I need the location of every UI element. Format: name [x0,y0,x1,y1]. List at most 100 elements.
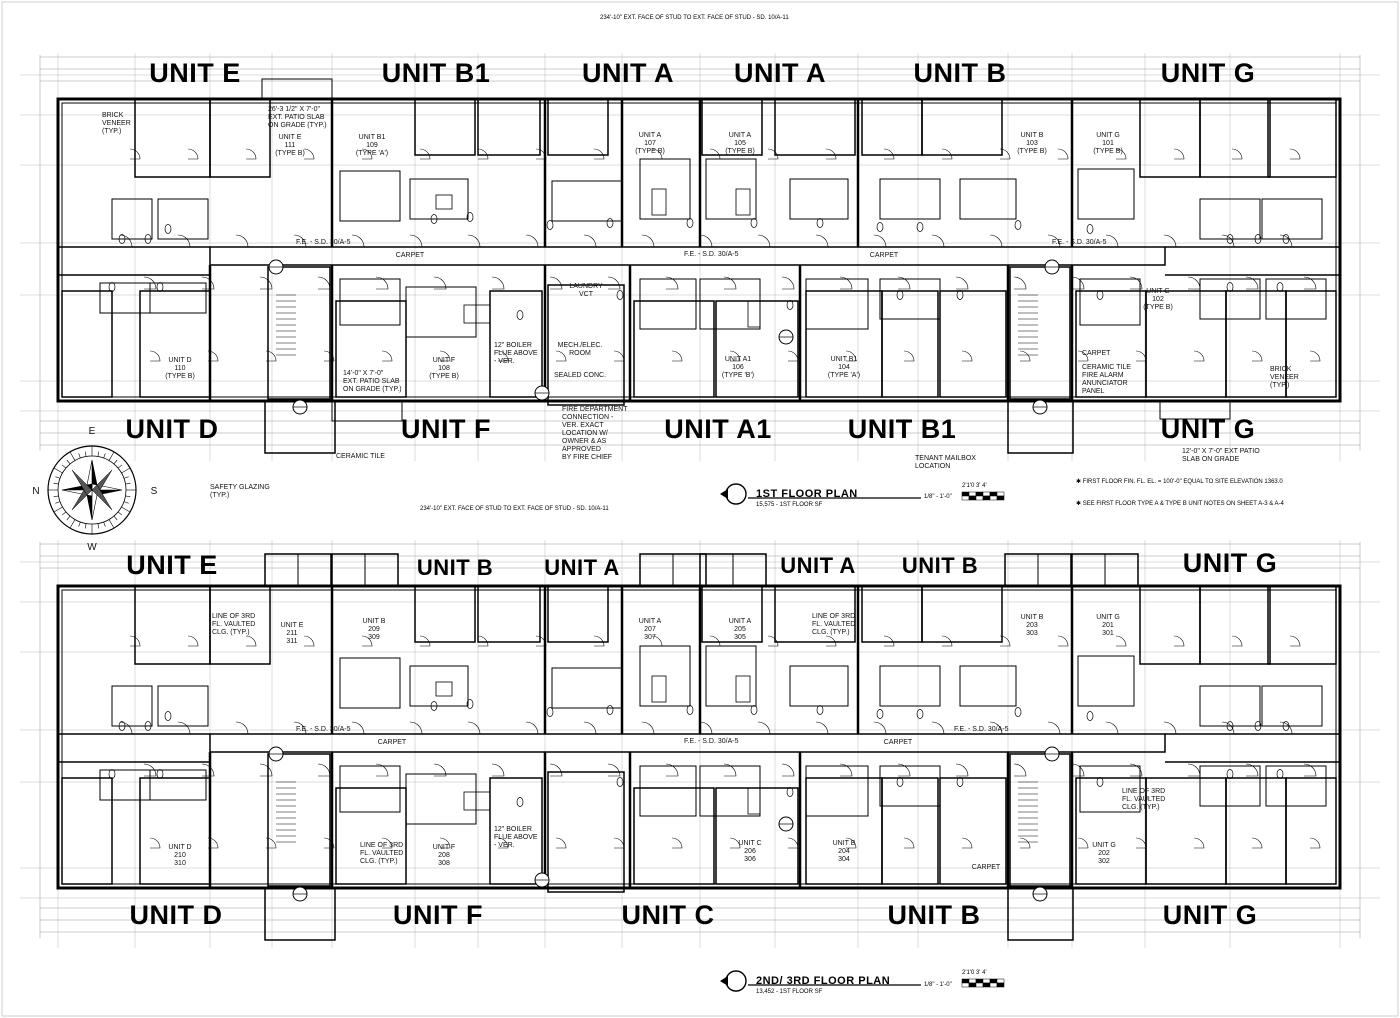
f1-elevation-note: ✱ FIRST FLOOR FIN. FL. EL. = 100'-0" EQU… [1076,479,1283,485]
f1-plan-title: 1ST FLOOR PLAN [756,488,858,500]
door-swing [651,635,663,647]
door-swing [897,276,911,290]
compass-tick [113,515,118,521]
door-swing [177,721,191,735]
room-outline [1199,198,1261,240]
toilet-fixture [118,234,126,244]
bar-scale [968,982,977,988]
fixture [735,675,751,703]
room-outline [209,98,271,178]
toilet-fixture [466,212,474,222]
fixture [747,300,761,328]
f2-unit-label: UNIT F [393,900,483,930]
door-swing [1193,350,1205,362]
toilet-fixture [156,769,164,779]
f1-note: CARPET [869,252,899,259]
bar-scale [961,978,970,984]
f2-room-tag: UNIT E 211 311 [280,622,304,645]
door-swing [1289,635,1301,647]
door-swing [293,234,307,248]
compass-tick [84,451,87,457]
door-swing [613,350,625,362]
room-outline [715,787,799,885]
compass-tick [121,506,131,513]
toilet-fixture [616,290,624,300]
bar-scale [975,978,984,984]
toilet-fixture [686,705,694,715]
corridor [209,246,1166,266]
compass-east: E [88,426,96,437]
door-swing [143,276,157,290]
door-swing [1057,635,1069,647]
door-swing [149,350,161,362]
fixture [463,791,491,811]
f2-room-tag: UNIT A 207 307 [638,618,662,641]
door-swing [941,635,953,647]
door-swing [1303,276,1317,290]
door-swing [245,635,257,647]
door-swing [207,837,219,849]
bar-scale [982,495,991,501]
f2-room-tag: UNIT A 205 305 [728,618,752,641]
door-swing [825,148,837,160]
f1-unit-label: UNIT B1 [381,58,491,88]
toilet-fixture [1086,224,1094,234]
door-swing [477,148,489,160]
door-swing [671,837,683,849]
fixture [435,194,453,210]
room-outline [547,585,609,643]
compass-tick [121,467,131,474]
compass-tick [53,467,63,474]
room-outline [414,585,476,643]
door-swing [375,763,389,777]
f1-room-tag: UNIT A1 106 (TYPE 'B') [721,356,755,379]
compass-tick [78,521,81,527]
door-swing [1129,276,1143,290]
door-swing [883,635,895,647]
door-swing [729,837,741,849]
compass-tick [97,523,100,529]
door-swing [903,837,915,849]
door-swing [699,721,713,735]
toilet-fixture [108,769,116,779]
door-swing [477,635,489,647]
room-outline [921,585,1003,643]
north-arrow-icon [720,976,728,986]
door-swing [1071,763,1085,777]
door-swing [815,721,829,735]
f2-unit-label: UNIT B [416,555,494,580]
door-swing [873,721,887,735]
door-swing [1047,234,1061,248]
f1-note: CERAMIC TILE [336,453,385,460]
room-outline [639,765,697,817]
bar-scale [961,982,970,988]
f2-note: LINE OF 3RD FL. VAULTED CLG. (TYP.) [360,842,404,865]
bar-scale [982,491,991,497]
room-outline [705,158,757,220]
f1-note: CERAMIC TILE FIRE ALARM ANUNCIATOR PANEL [1082,364,1131,395]
f1-room-tag: UNIT F 108 (TYPE B) [429,357,459,380]
door-swing [767,635,779,647]
door-swing [433,763,447,777]
f1-note: F.E. - S.D. 30/A-5 [296,239,351,246]
stair [267,753,331,887]
door-swing [941,148,953,160]
toilet-fixture [546,707,554,717]
room-outline [1199,278,1261,320]
door-swing [931,721,945,735]
room-outline [551,180,623,222]
door-swing [467,234,481,248]
room-outline [881,290,939,398]
room-outline [335,787,407,885]
compass-tick [108,519,115,529]
door-swing [177,234,191,248]
f2-room-tag: UNIT F 208 308 [432,844,456,867]
room-outline [939,290,1007,398]
f1-overall-dimension: 234'-10" EXT. FACE OF STUD TO EXT. FACE … [600,15,789,21]
door-swing [883,148,895,160]
toilet-fixture [1096,290,1104,300]
toilet-fixture [546,220,554,230]
compass-tick [103,521,106,527]
compass-tick [97,451,100,457]
